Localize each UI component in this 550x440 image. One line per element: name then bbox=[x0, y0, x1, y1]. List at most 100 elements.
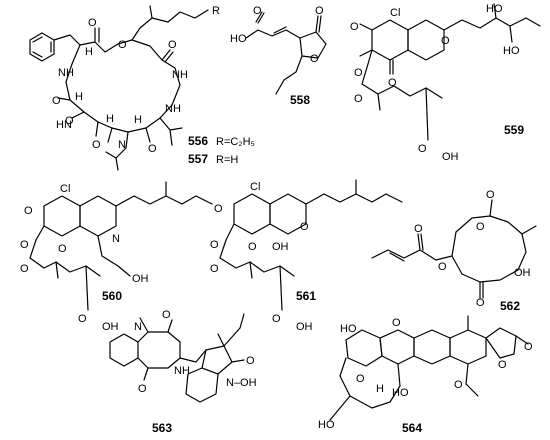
atom-O-561-b: O bbox=[248, 241, 257, 253]
compound-label-562: 562 bbox=[500, 299, 520, 313]
compound-label-557: 557 bbox=[188, 152, 208, 166]
compound-substituent-556: R=C₂H₅ bbox=[216, 136, 255, 148]
atom-HO-558: HO bbox=[230, 33, 247, 45]
atom-O-561-a: O bbox=[214, 203, 223, 215]
atom-O-559-e: O bbox=[354, 93, 363, 105]
atom-R: R bbox=[212, 5, 220, 17]
atom-OH-560-b: OH bbox=[102, 321, 119, 333]
compound-substituent-557: R=H bbox=[216, 154, 238, 166]
azaphilone-ring-a bbox=[371, 19, 409, 61]
atom-NH-556-a: NH bbox=[172, 69, 188, 81]
ring-561-b bbox=[269, 193, 307, 235]
compound-label-556: 556 bbox=[188, 134, 208, 148]
ring-564-b bbox=[379, 329, 415, 365]
atom-O-560-c: O bbox=[20, 239, 29, 251]
atom-H-556-b: H bbox=[75, 91, 83, 103]
atom-O-564-a: O bbox=[392, 317, 401, 329]
atom-NH-556-c: NH bbox=[165, 103, 181, 115]
atom-O-564-d: O bbox=[356, 373, 365, 385]
atom-O-562-c: O bbox=[438, 261, 447, 273]
compound-label-561: 561 bbox=[296, 289, 316, 303]
compound-label-560: 560 bbox=[102, 289, 122, 303]
atom-O-559-d: O bbox=[354, 67, 363, 79]
compound-label-564: 564 bbox=[402, 421, 422, 435]
atom-O-556-d: O bbox=[52, 95, 61, 107]
atom-O-556-g: O bbox=[92, 139, 101, 151]
atom-NH-556-b: NH bbox=[58, 67, 74, 79]
ring-560-a bbox=[43, 195, 81, 237]
atom-O-560-b: O bbox=[58, 243, 67, 255]
atom-N-563: N bbox=[134, 321, 142, 333]
atom-O-562-b: O bbox=[486, 189, 495, 201]
atom-OH-561-a: OH bbox=[272, 241, 289, 253]
azaphilone-ring-b bbox=[407, 19, 445, 61]
atom-H-556-c: H bbox=[134, 114, 142, 126]
atom-O-559-f: O bbox=[418, 143, 427, 155]
atom-O-556-f: O bbox=[148, 143, 157, 155]
atom-HO-559-b: HO bbox=[503, 45, 520, 57]
atom-H-556-d: H bbox=[106, 113, 114, 125]
compound-label-563: 563 bbox=[152, 421, 172, 435]
atom-N-OH-563: N–OH bbox=[226, 377, 257, 389]
atom-N-560: N bbox=[112, 233, 120, 245]
structure-563 bbox=[109, 313, 245, 403]
atom-O-559-c: O bbox=[388, 77, 397, 89]
atom-HO-564-a: HO bbox=[340, 323, 357, 335]
atom-O-562-a: O bbox=[476, 221, 485, 233]
atom-O-556-e: O bbox=[65, 115, 74, 127]
atom-H-564: H bbox=[376, 383, 384, 395]
atom-O-559-b: O bbox=[441, 35, 450, 47]
compound-label-558: 558 bbox=[290, 93, 310, 107]
atom-O-562-e: O bbox=[476, 297, 485, 309]
ring-561-a bbox=[233, 193, 271, 235]
benzene-ring bbox=[29, 32, 55, 62]
ring-564-c bbox=[413, 329, 451, 365]
atom-Cl-561: Cl bbox=[250, 181, 260, 193]
atom-Cl-559: Cl bbox=[390, 7, 400, 19]
atom-OH-559: OH bbox=[442, 151, 459, 163]
ring-560-b bbox=[79, 195, 117, 237]
atom-HO-564-c: HO bbox=[318, 419, 335, 431]
atom-O-564-c: O bbox=[498, 359, 507, 371]
atom-O-560-d: O bbox=[20, 263, 29, 275]
atom-NH-563: NH bbox=[174, 365, 190, 377]
atom-O-563-c: O bbox=[246, 355, 255, 367]
atom-Cl-560: Cl bbox=[60, 183, 70, 195]
oxindole-ring-563 bbox=[201, 345, 233, 375]
atom-O-564-b: O bbox=[524, 341, 533, 353]
atom-OH-562: OH bbox=[514, 267, 531, 279]
benzene-ring-563-a bbox=[109, 333, 139, 367]
structure-560 bbox=[29, 181, 213, 311]
benzene-ring-563-b bbox=[185, 367, 219, 403]
atom-N-556: N bbox=[118, 139, 126, 151]
atom-O-564-e: O bbox=[454, 379, 463, 391]
atom-OH-560-a: OH bbox=[132, 273, 149, 285]
atom-O-558-b: O bbox=[315, 5, 324, 17]
atom-O-559-a: O bbox=[350, 21, 359, 33]
structure-559 bbox=[359, 3, 541, 141]
atom-O-560-e: O bbox=[78, 313, 87, 325]
atom-HO-564-b: HO bbox=[392, 387, 409, 399]
structure-556-557 bbox=[29, 5, 209, 171]
atom-O-561-c: O bbox=[300, 221, 309, 233]
lactone-ring-564 bbox=[485, 327, 517, 359]
atom-O-561-e: O bbox=[210, 263, 219, 275]
atom-HN-556: HN bbox=[56, 119, 72, 131]
atom-O-558-a: O bbox=[253, 5, 262, 17]
atom-OH-561-b: OH bbox=[296, 321, 313, 333]
atom-H-556-a: H bbox=[85, 46, 93, 58]
atom-O-556-b: O bbox=[118, 39, 127, 51]
structure-558 bbox=[245, 11, 327, 95]
atom-O-560-a: O bbox=[24, 205, 33, 217]
structure-561 bbox=[219, 179, 403, 311]
atom-O-561-d: O bbox=[210, 239, 219, 251]
ring-564-a bbox=[345, 329, 383, 367]
atom-O-556-a: O bbox=[88, 17, 97, 29]
atom-O-563-a: O bbox=[162, 309, 171, 321]
furanone-ring bbox=[299, 31, 327, 59]
atom-O-558-c: O bbox=[310, 53, 319, 65]
atom-O-562-d: O bbox=[414, 223, 423, 235]
structure-564 bbox=[329, 315, 529, 421]
macrocycle-ring bbox=[65, 39, 181, 133]
